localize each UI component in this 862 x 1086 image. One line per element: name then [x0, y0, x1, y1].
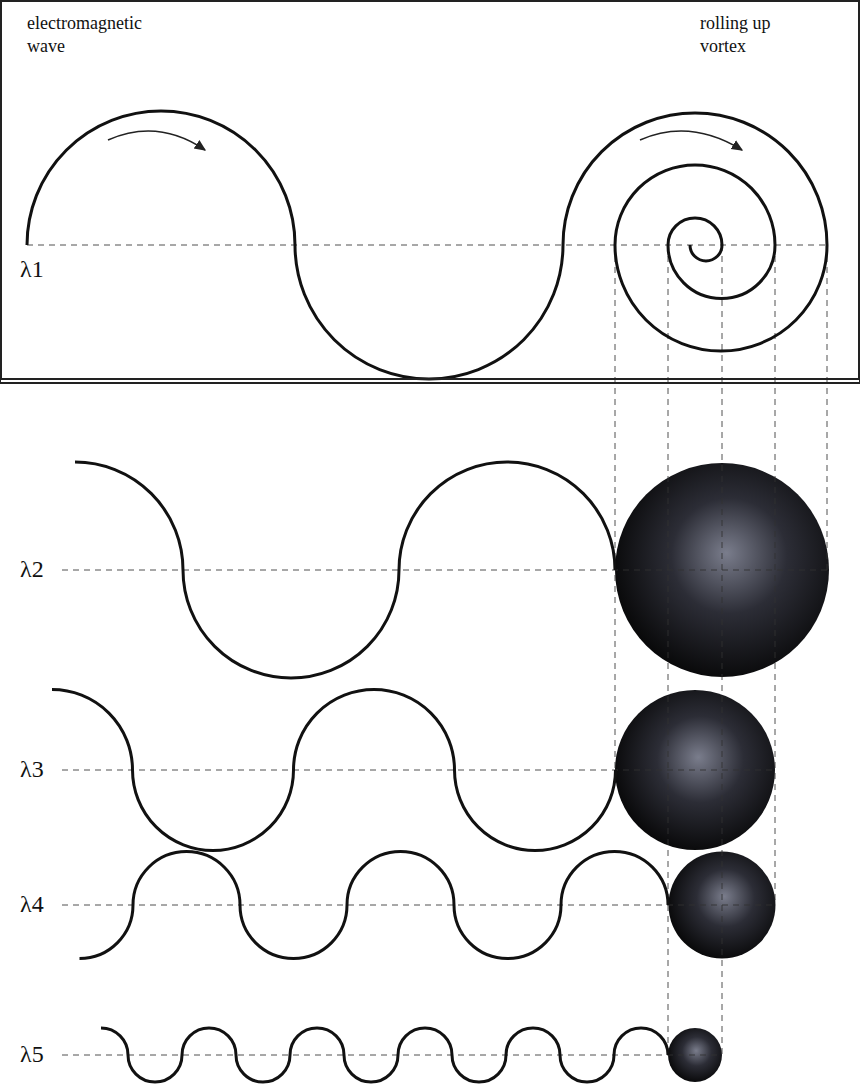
- direction-arrow: [108, 131, 205, 150]
- guide-line: [62, 1055, 722, 1056]
- wavelength-label: λ4: [18, 891, 46, 917]
- guide-line: [62, 570, 829, 571]
- caption-text: rolling up vortex: [700, 12, 820, 57]
- direction-arrow: [640, 131, 742, 150]
- guide-line: [62, 770, 775, 771]
- guide-line: [668, 245, 669, 1055]
- wave-curve: [101, 1028, 668, 1082]
- guide-line: [27, 245, 827, 246]
- wavelength-label: λ1: [20, 256, 44, 282]
- guide-line: [615, 245, 616, 770]
- figure-frame: electromagnetic wave rolling up vortex λ1: [0, 0, 860, 384]
- guide-line: [722, 245, 723, 1055]
- guide-line: [827, 245, 828, 570]
- wavelength-label: λ5: [18, 1041, 46, 1067]
- guide-line: [775, 245, 776, 905]
- wave-curve: [80, 852, 669, 959]
- caption-text: electromagnetic wave: [27, 12, 177, 57]
- wavelength-label: λ2: [18, 556, 46, 582]
- wavelength-label: λ3: [18, 756, 46, 782]
- wave-curve: [52, 690, 616, 851]
- wave-curve: [75, 462, 615, 678]
- wave-curve: [27, 111, 827, 379]
